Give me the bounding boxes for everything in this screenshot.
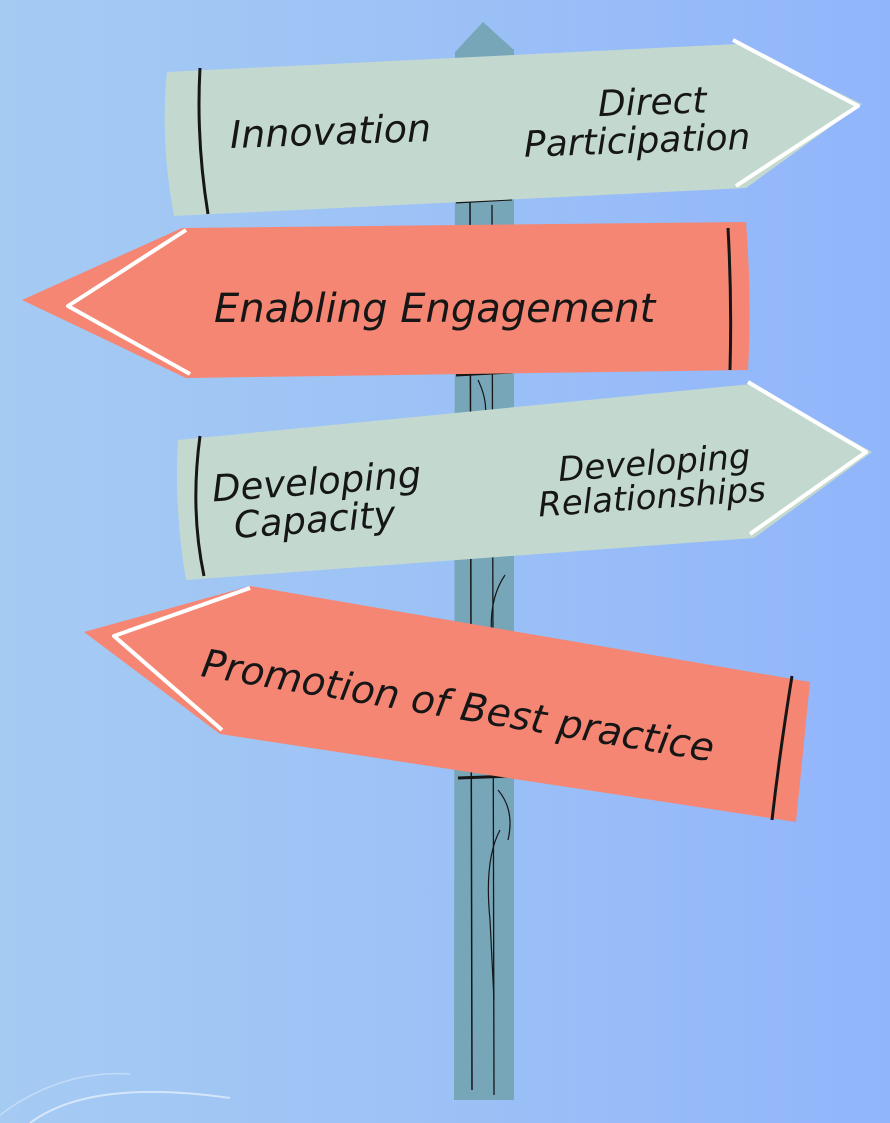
sign1-left-label: Innovation	[229, 106, 432, 157]
corner-swoosh-2	[0, 1072, 131, 1116]
sign2-label: Enabling Engagement	[214, 286, 657, 332]
sign4-edge-line	[770, 675, 794, 821]
sign2-board	[22, 222, 750, 378]
sign-enabling-engagement: Enabling Engagement	[22, 222, 750, 378]
sign1-right-label-line2: Participation	[523, 117, 751, 166]
sign1-board	[164, 44, 862, 216]
sign4-arrow-highlight	[112, 586, 251, 732]
sign1-arrow-highlight	[732, 38, 860, 188]
sign4-board	[84, 586, 810, 822]
sign3-board	[177, 384, 872, 580]
sign3-edge-line	[194, 435, 206, 577]
sign1-edge-line	[197, 67, 210, 215]
sign-developing-capacity-relationships: Developing Capacity Developing Relations…	[177, 380, 872, 580]
sign2-edge-line	[726, 227, 733, 371]
sign-innovation-direct-participation: Innovation Direct Participation	[164, 38, 862, 216]
sign3-arrow-highlight	[746, 380, 868, 536]
corner-swoosh	[29, 1090, 231, 1123]
sign-promotion-of-best-practice: Promotion of Best practice	[84, 586, 810, 822]
sign1-right-label-line1: Direct	[597, 80, 709, 125]
sign2-arrow-highlight	[66, 228, 191, 376]
